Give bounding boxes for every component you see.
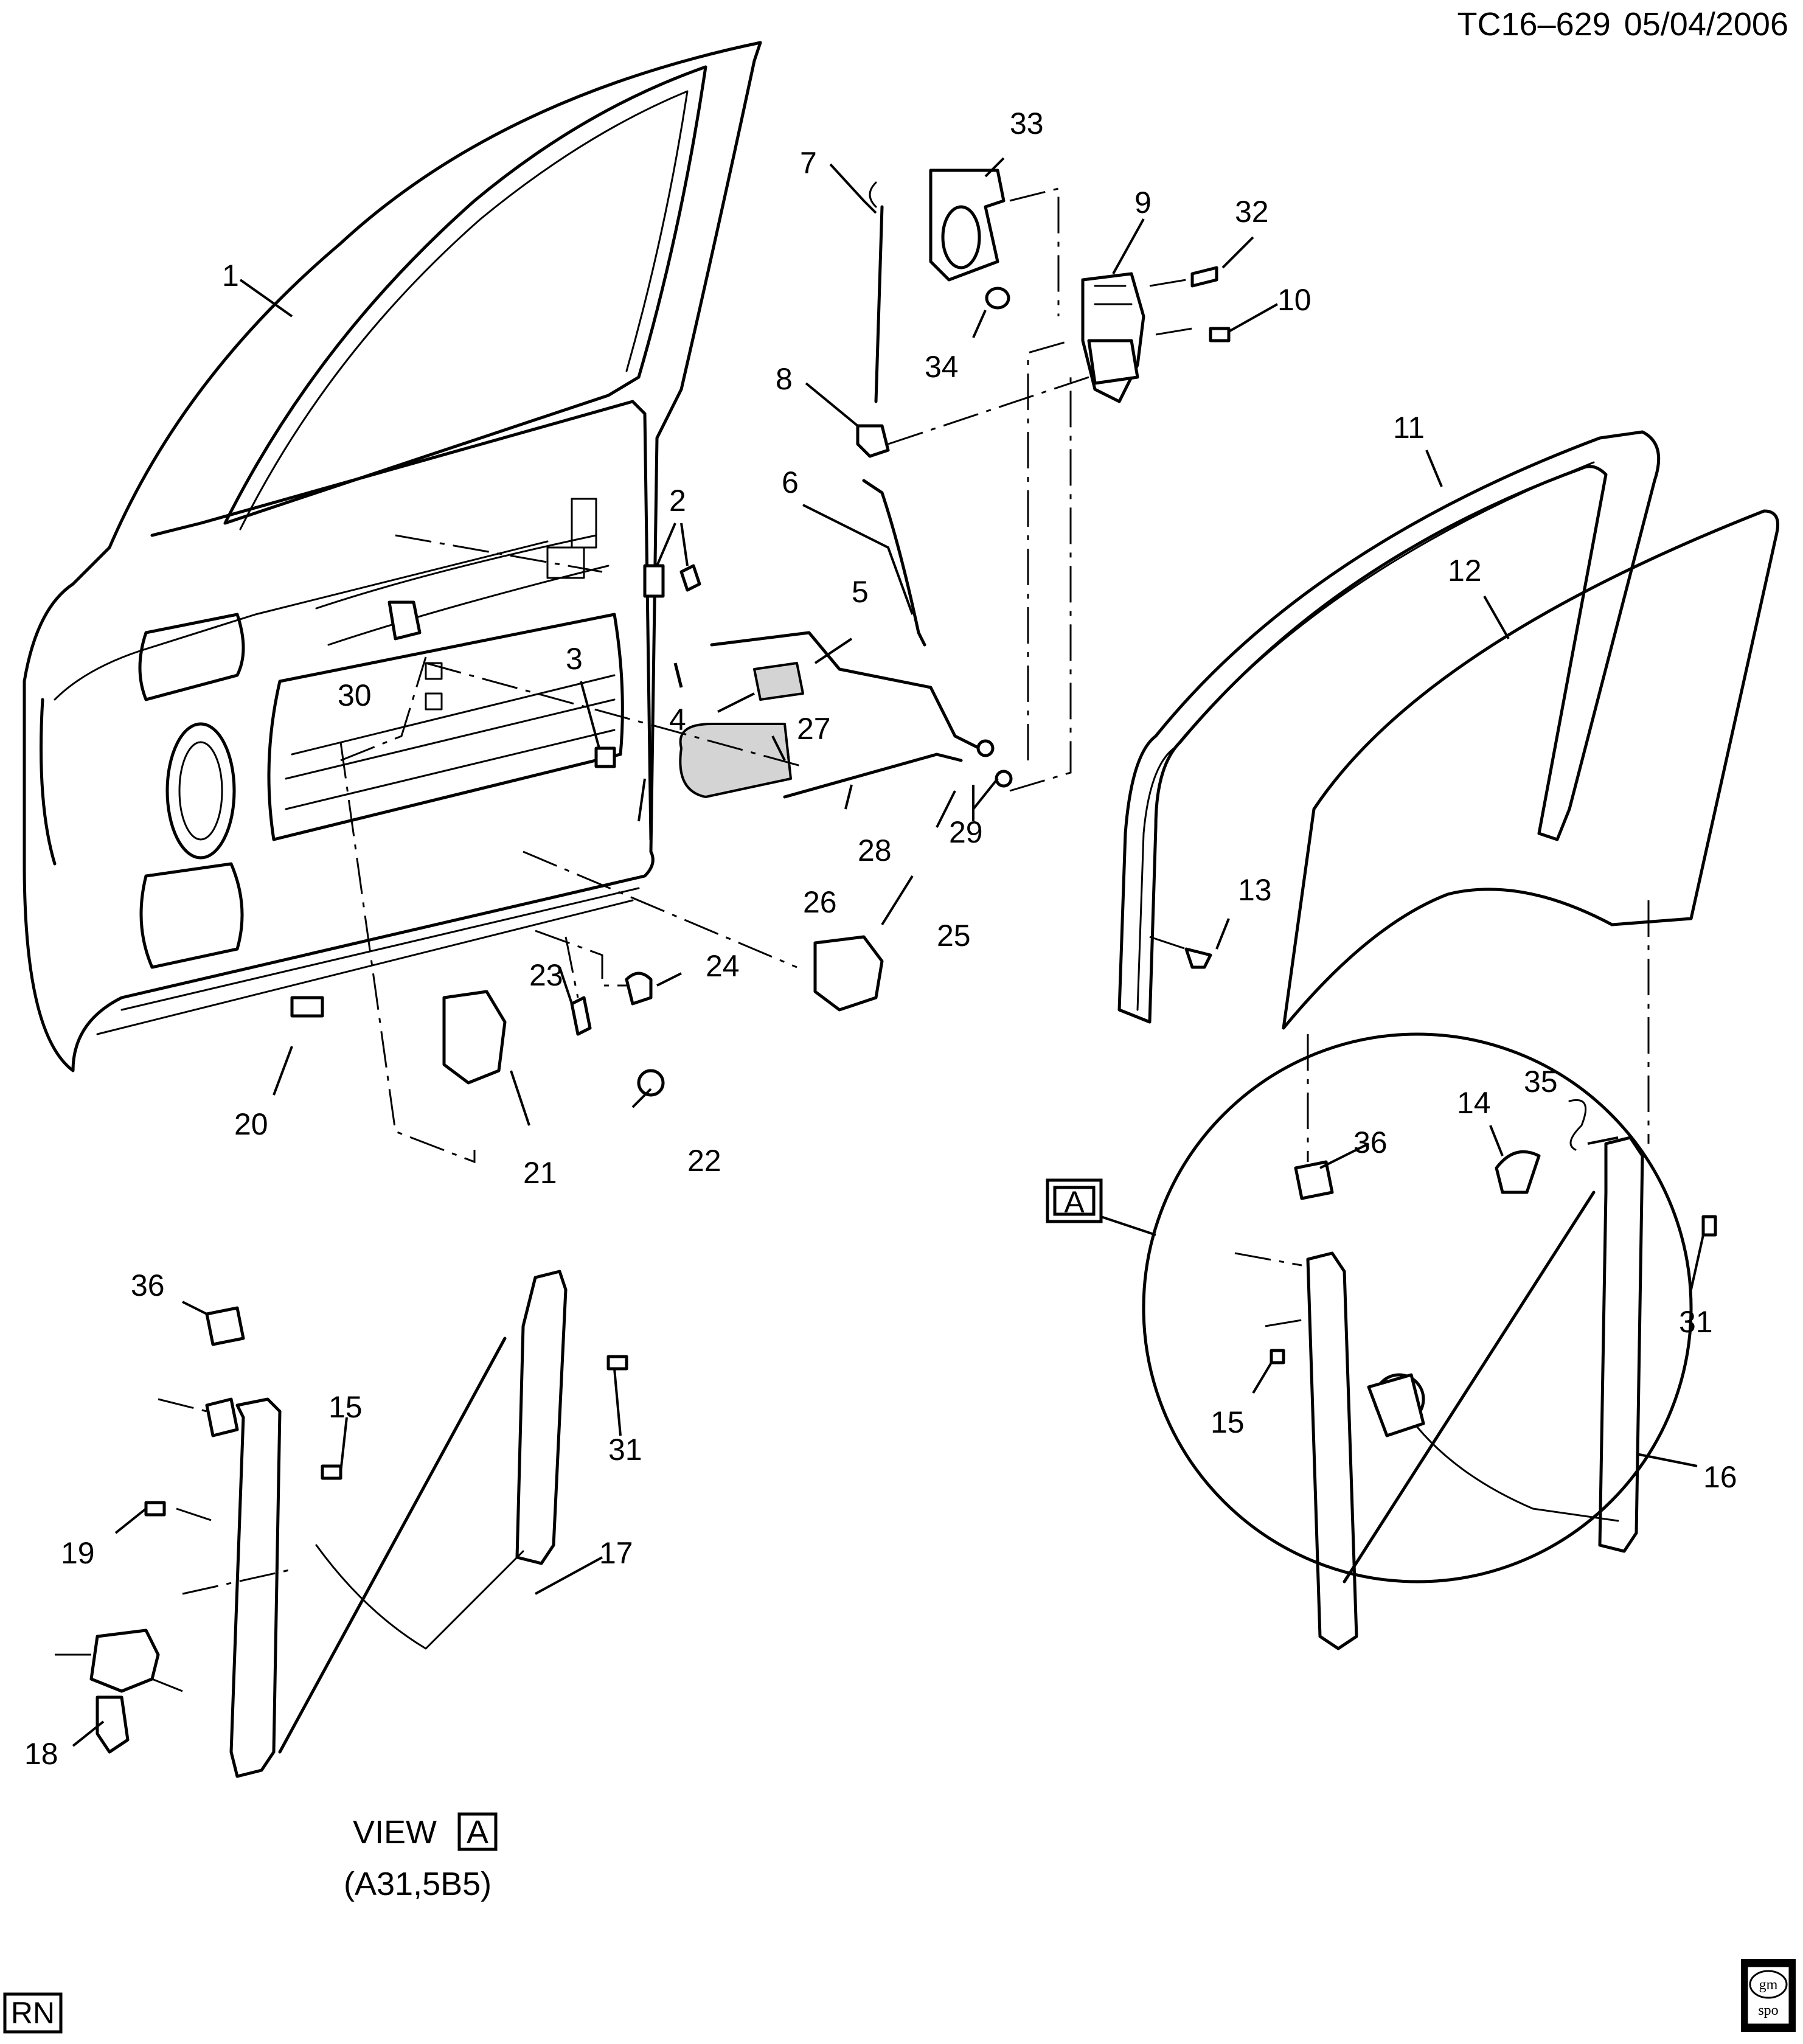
door-shell [23, 41, 762, 1072]
callout-18: 18 [24, 1737, 58, 1771]
svg-text:RN: RN [11, 1996, 55, 2030]
callout-32: 32 [1235, 195, 1269, 229]
callout-3: 3 [566, 642, 583, 676]
callout-16: 16 [1703, 1460, 1737, 1494]
callouts: 1 2 3 4 5 6 7 8 9 10 11 12 13 14 15 15 1… [24, 106, 1737, 1771]
callout-11: 11 [1393, 411, 1425, 445]
callout-5: 5 [852, 575, 869, 609]
callout-4: 4 [669, 703, 686, 737]
svg-text:VIEW: VIEW [353, 1814, 437, 1851]
small-parts [290, 266, 1231, 1097]
callout-2: 2 [669, 484, 686, 518]
callout-22: 22 [687, 1144, 721, 1178]
callout-35: 35 [1524, 1065, 1558, 1099]
alignment-lines [55, 187, 1650, 1692]
lock-rods [710, 181, 981, 799]
view-a-reference: (A31,5B5) [344, 1866, 492, 1902]
callout-27: 27 [797, 712, 831, 746]
callout-9: 9 [1134, 186, 1152, 220]
callout-12: 12 [1448, 554, 1482, 588]
view-a-marker: A [1046, 1178, 1103, 1223]
footer-code: RN [3, 1992, 63, 2034]
svg-text:gm: gm [1759, 1977, 1778, 1993]
callout-23: 23 [529, 958, 563, 992]
callout-15: 15 [328, 1390, 363, 1424]
callout-14: 14 [1457, 1086, 1491, 1120]
door-latch [1081, 272, 1145, 403]
leader-lines [72, 157, 1704, 1747]
callout-7: 7 [800, 146, 817, 180]
callout-28: 28 [858, 833, 892, 867]
callout-1: 1 [222, 259, 239, 293]
callout-10: 10 [1277, 283, 1311, 317]
callout-15-detail: 15 [1211, 1405, 1245, 1439]
callout-36: 36 [131, 1268, 165, 1302]
svg-text:A: A [467, 1814, 488, 1851]
callout-26: 26 [803, 885, 837, 919]
callout-36-detail: 36 [1353, 1125, 1388, 1159]
callout-6: 6 [782, 465, 799, 499]
callout-8: 8 [776, 362, 793, 396]
svg-text:A: A [1064, 1185, 1085, 1219]
callout-19: 19 [61, 1536, 95, 1570]
callout-31-detail: 31 [1679, 1305, 1713, 1339]
window-glass [1282, 509, 1779, 1030]
callout-31: 31 [608, 1433, 642, 1467]
window-channel-run [1117, 430, 1661, 1024]
view-a-label: VIEW A (A31,5B5) [344, 1812, 498, 1902]
callout-25: 25 [937, 919, 971, 953]
callout-20: 20 [234, 1107, 268, 1141]
callout-29: 29 [949, 815, 983, 849]
svg-text:spo: spo [1758, 2003, 1778, 2018]
callout-30: 30 [338, 678, 372, 712]
callout-24: 24 [706, 949, 740, 983]
callout-17: 17 [599, 1536, 633, 1570]
gm-spo-logo: gm spo [1741, 1959, 1796, 2032]
callout-33: 33 [1010, 106, 1044, 141]
window-regulator-manual [89, 1270, 628, 1778]
callout-34: 34 [925, 350, 959, 384]
door-lock-actuator [929, 169, 1010, 310]
callout-13: 13 [1238, 873, 1272, 907]
callout-21: 21 [523, 1156, 557, 1190]
view-a-detail-circle [1142, 1032, 1717, 1650]
